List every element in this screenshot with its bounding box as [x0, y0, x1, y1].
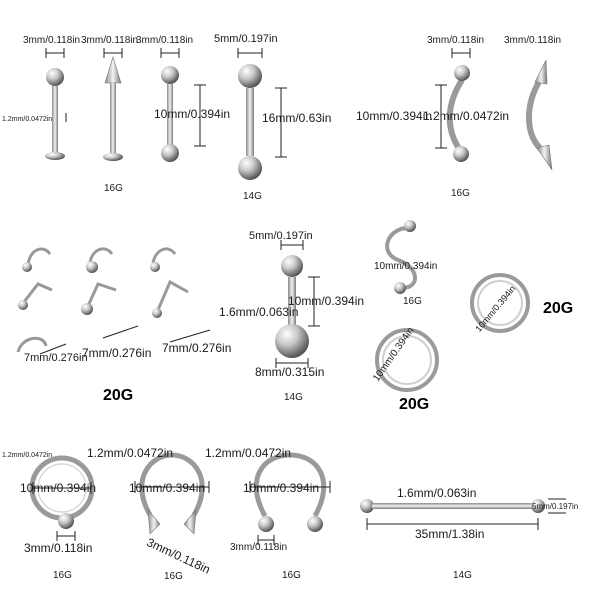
- curve-ball-size-label: 3mm/0.118in: [427, 35, 485, 46]
- gauge-captive-label: 16G: [53, 570, 72, 581]
- labret-shaft-size-label: 1.2mm/0.0472in: [2, 116, 53, 123]
- nose-screw-jewelry: [26, 247, 177, 266]
- curved-barbell-jewelry: [446, 65, 470, 162]
- row2-dimension-lines: [39, 240, 320, 368]
- curve-shaft-size-label: 1.2mm/0.0472in: [423, 109, 510, 123]
- long-bar-length-label: 35mm/1.38in: [415, 527, 485, 541]
- belly-bottom-size-label: 8mm/0.315in: [255, 365, 325, 379]
- barbell-length-label: 10mm/0.394in: [154, 107, 231, 121]
- curved-spike-jewelry: [526, 59, 553, 171]
- gauge-horseshoe-label: 16G: [282, 570, 301, 581]
- gauge-ring-left-label: 20G: [399, 396, 430, 413]
- spiral-jewelry: [385, 220, 417, 294]
- gauge-belly-label: 14G: [284, 392, 303, 403]
- belly-length-label: 10mm/0.394in: [288, 294, 365, 308]
- labret-ball-size-label: 3mm/0.118in: [23, 35, 81, 46]
- barbell-top-size-label: 3mm/0.118in: [136, 35, 194, 46]
- curve-spike-size-label: 3mm/0.118in: [504, 35, 562, 46]
- horseshoe-diameter-label: 10mm/0.394in: [243, 481, 320, 495]
- nose-screw-length-label: 7mm/0.276in: [24, 352, 88, 364]
- nose-hook-jewelry: [16, 336, 48, 353]
- gauge-nose-label: 20G: [103, 387, 134, 404]
- captive-ball-size-label: 3mm/0.118in: [24, 541, 93, 555]
- labret-spike-size-label: 3mm/0.118in: [81, 35, 139, 46]
- spike-diameter-label: 10mm/0.394in: [129, 481, 206, 495]
- gauge-long-bar-label: 14G: [453, 570, 472, 581]
- industrial-barbell-jewelry: [238, 64, 262, 180]
- industrial-ball-size-label: 5mm/0.197in: [214, 33, 278, 45]
- captive-shaft-size-label: 1.2mm/0.0472in: [2, 452, 53, 459]
- spike-shaft-size-label: 1.2mm/0.0472in: [87, 446, 174, 460]
- belly-ball-size-label: 5mm/0.197in: [249, 230, 313, 242]
- gauge-14-label: 14G: [243, 191, 262, 202]
- long-bar-ball-size-label: 5mm/0.197in: [532, 502, 579, 511]
- labret-spike-jewelry: [103, 55, 123, 161]
- labret-ball-jewelry: [45, 68, 65, 160]
- nose-l-length-label: 7mm/0.276in: [82, 346, 152, 360]
- belly-shaft-size-label: 1.6mm/0.063in: [219, 305, 299, 319]
- nose-hook-length-label: 7mm/0.276in: [162, 341, 232, 355]
- curve-length-label: 10mm/0.394in: [356, 109, 433, 123]
- long-industrial-bar-jewelry: [360, 499, 545, 513]
- gauge-ring-right-label: 20G: [543, 300, 574, 317]
- horseshoe-shaft-size-label: 1.2mm/0.0472in: [205, 446, 292, 460]
- straight-barbell-jewelry: [161, 66, 179, 162]
- gauge-curve-label: 16G: [451, 188, 470, 199]
- row3-dimension-lines: [32, 481, 566, 545]
- gauge-16-label: 16G: [104, 183, 123, 194]
- captive-diameter-label: 10mm/0.394in: [20, 481, 97, 495]
- nose-l-bend-jewelry: [22, 279, 189, 311]
- long-bar-shaft-size-label: 1.6mm/0.063in: [397, 486, 477, 500]
- horseshoe-ball-size-label: 3mm/0.118in: [230, 542, 288, 553]
- gauge-spiral-label: 16G: [403, 296, 422, 307]
- row1-dimension-lines: [45, 48, 471, 158]
- industrial-length-label: 16mm/0.63in: [262, 111, 332, 125]
- seamless-ring-jewelry: [375, 273, 530, 392]
- belly-ring-jewelry: [275, 255, 309, 358]
- gauge-spike-label: 16G: [164, 571, 183, 582]
- captive-bead-ring-jewelry: [29, 455, 95, 529]
- spiral-length-label: 10mm/0.394in: [374, 261, 438, 272]
